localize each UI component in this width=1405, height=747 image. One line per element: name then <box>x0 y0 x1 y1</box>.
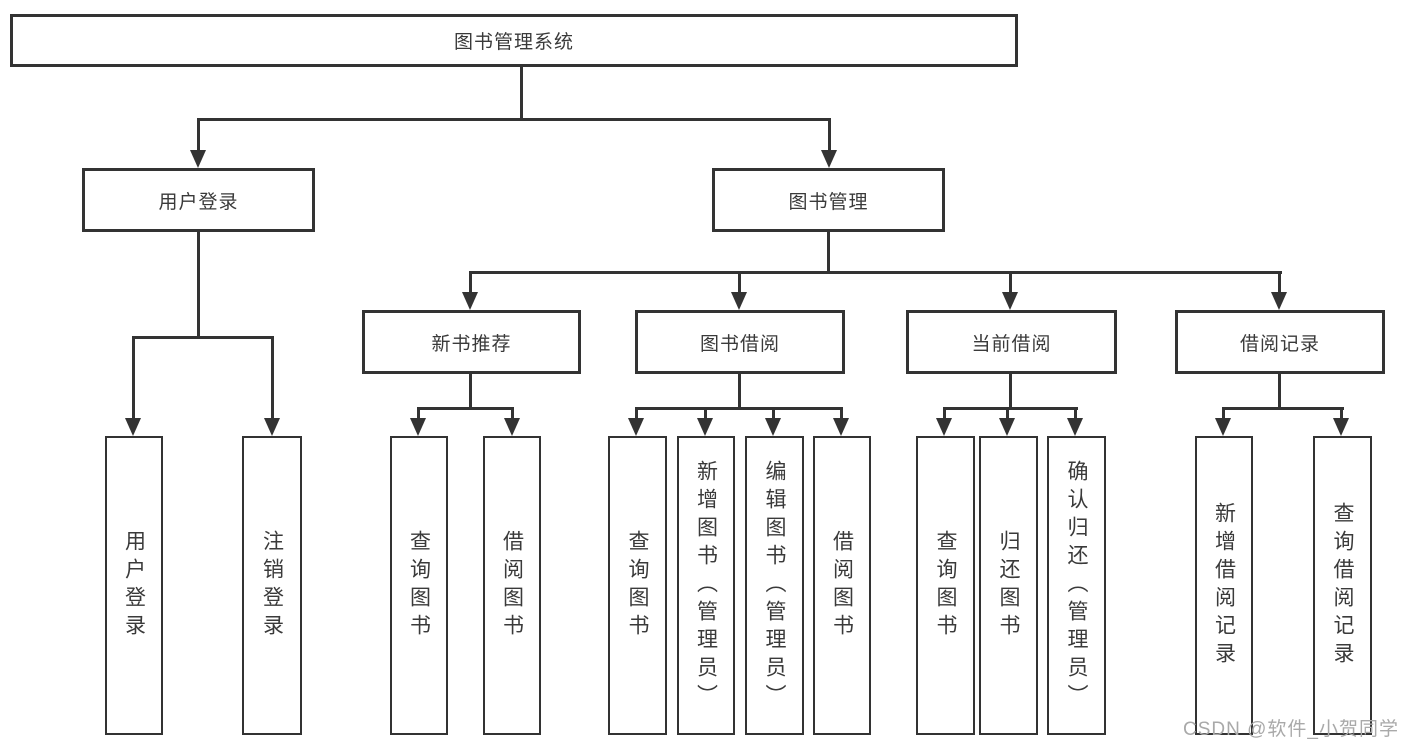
node-leaf-borrow-add: 新增图书（管理员） <box>677 436 735 735</box>
connector-arrowhead <box>125 418 141 436</box>
connector-arrowhead <box>1333 418 1349 436</box>
node-new-books: 新书推荐 <box>362 310 581 374</box>
node-book-mgmt-label: 图书管理 <box>788 191 869 213</box>
node-leaf-borrow-query-label: 查询图书 <box>626 529 650 642</box>
node-leaf-records-query-label: 查询借阅记录 <box>1331 501 1355 670</box>
connector-line <box>1340 407 1343 418</box>
connector-arrowhead <box>1067 418 1083 436</box>
connector-arrowhead <box>462 292 478 310</box>
connector-line <box>511 407 514 418</box>
node-leaf-newbooks-query: 查询图书 <box>390 436 448 735</box>
connector-line <box>271 336 274 418</box>
connector-line <box>469 271 1282 274</box>
node-leaf-newbooks-borrow-label: 借阅图书 <box>500 529 524 642</box>
node-root: 图书管理系统 <box>10 14 1018 67</box>
connector-arrowhead <box>410 418 426 436</box>
node-leaf-user-login-label: 用户登录 <box>122 529 146 642</box>
node-leaf-logout: 注销登录 <box>242 436 302 735</box>
connector-line <box>635 407 843 410</box>
connector-arrowhead <box>731 292 747 310</box>
connector-arrowhead <box>264 418 280 436</box>
connector-line <box>828 118 831 150</box>
node-book-borrow: 图书借阅 <box>635 310 845 374</box>
connector-arrowhead <box>821 150 837 168</box>
node-leaf-records-add-label: 新增借阅记录 <box>1212 501 1236 670</box>
connector-line <box>738 374 741 407</box>
node-current-borrow: 当前借阅 <box>906 310 1117 374</box>
connector-line <box>132 336 135 418</box>
node-leaf-current-query: 查询图书 <box>916 436 975 735</box>
connector-line <box>1009 271 1012 292</box>
node-leaf-borrow-edit-label: 编辑图书（管理员） <box>763 459 787 712</box>
connector-line <box>1009 374 1012 407</box>
connector-arrowhead <box>1002 292 1018 310</box>
connector-arrowhead <box>936 418 952 436</box>
connector-arrowhead <box>765 418 781 436</box>
connector-arrowhead <box>999 418 1015 436</box>
connector-line <box>1222 407 1344 410</box>
node-leaf-current-query-label: 查询图书 <box>934 529 958 642</box>
node-borrow-records-label: 借阅记录 <box>1239 333 1320 355</box>
node-leaf-logout-label: 注销登录 <box>260 529 284 642</box>
node-leaf-user-login: 用户登录 <box>105 436 163 735</box>
connector-line <box>1074 407 1077 418</box>
connector-line <box>469 374 472 407</box>
csdn-watermark: CSDN @软件_小贺同学 <box>1183 719 1399 740</box>
connector-arrowhead <box>697 418 713 436</box>
node-new-books-label: 新书推荐 <box>431 333 512 355</box>
connector-line <box>943 407 946 418</box>
node-book-borrow-label: 图书借阅 <box>699 333 780 355</box>
node-borrow-records: 借阅记录 <box>1175 310 1385 374</box>
node-leaf-newbooks-borrow: 借阅图书 <box>483 436 541 735</box>
connector-line <box>827 232 830 274</box>
node-leaf-records-query: 查询借阅记录 <box>1313 436 1372 735</box>
connector-line <box>1222 407 1225 418</box>
connector-line <box>772 407 775 418</box>
node-user-login-label: 用户登录 <box>158 191 239 213</box>
connector-line <box>943 407 1078 410</box>
connector-line <box>469 271 472 292</box>
node-leaf-current-return: 归还图书 <box>979 436 1038 735</box>
node-leaf-borrow-query: 查询图书 <box>608 436 667 735</box>
connector-arrowhead <box>190 150 206 168</box>
connector-arrowhead <box>833 418 849 436</box>
connector-line <box>197 232 200 339</box>
node-leaf-current-confirm: 确认归还（管理员） <box>1047 436 1106 735</box>
connector-arrowhead <box>628 418 644 436</box>
connector-line <box>132 336 274 339</box>
node-leaf-current-confirm-label: 确认归还（管理员） <box>1065 459 1089 712</box>
node-leaf-borrow-borrow: 借阅图书 <box>813 436 871 735</box>
node-leaf-borrow-borrow-label: 借阅图书 <box>830 529 854 642</box>
node-leaf-newbooks-query-label: 查询图书 <box>407 529 431 642</box>
connector-line <box>417 407 420 418</box>
connector-line <box>197 118 200 150</box>
node-user-login: 用户登录 <box>82 168 315 232</box>
node-leaf-records-add: 新增借阅记录 <box>1195 436 1253 735</box>
node-leaf-borrow-edit: 编辑图书（管理员） <box>745 436 804 735</box>
node-leaf-borrow-add-label: 新增图书（管理员） <box>694 459 718 712</box>
connector-line <box>417 407 514 410</box>
connector-line <box>1006 407 1009 418</box>
connector-line <box>738 271 741 292</box>
connector-line <box>704 407 707 418</box>
node-current-borrow-label: 当前借阅 <box>971 333 1052 355</box>
connector-line <box>840 407 843 418</box>
node-book-mgmt: 图书管理 <box>712 168 945 232</box>
connector-line <box>1278 374 1281 407</box>
connector-line <box>197 118 831 121</box>
connector-arrowhead <box>504 418 520 436</box>
connector-line <box>1278 271 1281 292</box>
node-leaf-current-return-label: 归还图书 <box>997 529 1021 642</box>
node-root-label: 图书管理系统 <box>453 32 574 53</box>
connector-arrowhead <box>1215 418 1231 436</box>
connector-line <box>520 67 523 118</box>
connector-line <box>635 407 638 418</box>
connector-arrowhead <box>1271 292 1287 310</box>
